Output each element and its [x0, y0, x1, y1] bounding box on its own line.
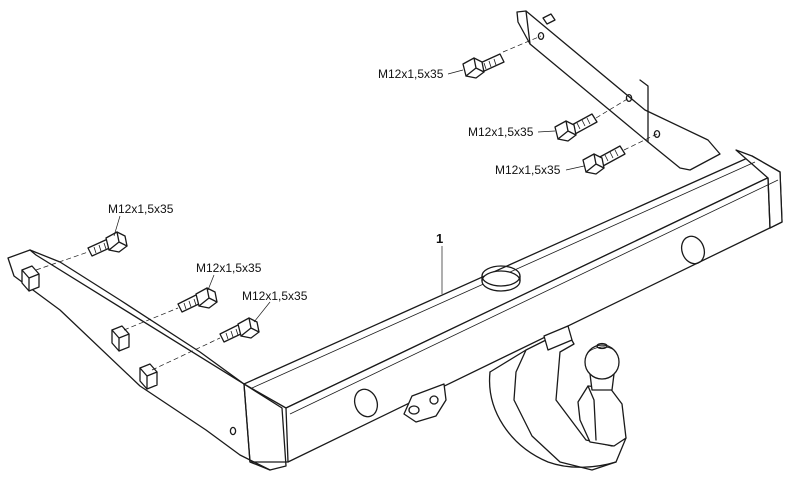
bolt-top-right — [462, 35, 542, 79]
bolt-label-left-middle: M12x1,5x35 — [196, 261, 262, 275]
cross-beam — [243, 149, 783, 463]
bolt-left-lower — [151, 317, 260, 371]
part-number-label: 1 — [436, 231, 443, 246]
bolt-left-middle — [123, 287, 218, 331]
bolt-label-top-right: M12x1,5x35 — [378, 67, 444, 81]
tow-ball-neck — [488, 325, 627, 471]
left-mounting-bracket — [7, 249, 287, 471]
bolt-label-middle-right: M12x1,5x35 — [468, 125, 534, 139]
bolt-label-left-lower: M12x1,5x35 — [242, 289, 308, 303]
bolt-lower-right — [582, 133, 658, 175]
bolt-label-lower-right: M12x1,5x35 — [495, 163, 561, 177]
bolt-label-left-top: M12x1,5x35 — [108, 202, 174, 216]
bolt-left-top — [35, 231, 128, 271]
right-mounting-bracket — [516, 10, 721, 171]
bolt-middle-right — [554, 97, 630, 142]
socket-plate — [403, 383, 447, 423]
leader-lines — [113, 69, 585, 323]
